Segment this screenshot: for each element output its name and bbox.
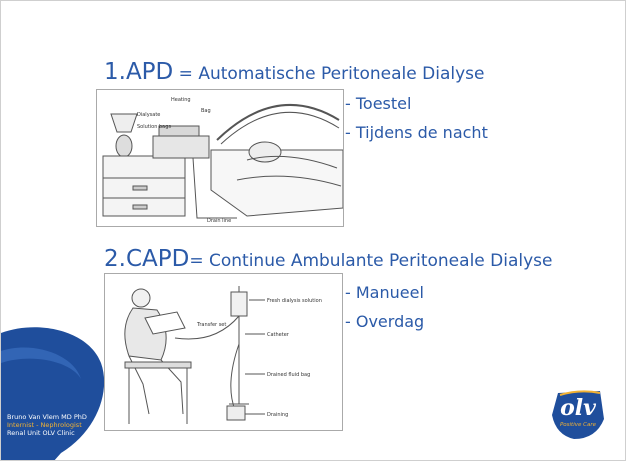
label-solution-bags: Solution bags <box>137 124 171 130</box>
logo-badge-icon <box>552 390 604 439</box>
capd-bullet-manueel: - Manueel <box>345 283 424 302</box>
apd-heading: 1.APD = Automatische Peritoneale Dialyse <box>104 59 484 85</box>
author-title: Internist - Nephrologist <box>7 421 82 429</box>
capd-heading: 2.CAPD= Continue Ambulante Peritoneale D… <box>104 246 552 272</box>
capd-bullet-overdag: - Overdag <box>345 312 425 331</box>
label-fresh-solution: Fresh dialysis solution <box>267 298 322 304</box>
logo-subtext: Positive Care <box>559 422 596 428</box>
label-catheter: Catheter <box>267 332 290 338</box>
label-drained-bag: Drained fluid bag <box>267 372 310 378</box>
label-dialysate: Dialysate <box>137 112 160 118</box>
olv-logo: olv Positive Care <box>550 389 606 441</box>
label-heating: Heating <box>171 97 191 103</box>
capd-number: 2.CAPD <box>104 246 190 272</box>
capd-illustration: Fresh dialysis solution Transfer set Cat… <box>104 273 343 431</box>
author-name: Bruno Van Vlem MD PhD <box>7 413 87 421</box>
apd-bedroom-drawing: Heating Dialysate Solution bags Bag Drai… <box>102 97 343 224</box>
apd-bullet-nacht: - Tijdens de nacht <box>345 123 488 142</box>
label-transfer-set: Transfer set <box>196 322 226 328</box>
logo-text: olv <box>560 395 596 421</box>
apd-equals: = <box>173 64 199 84</box>
label-drain-line: Drain line <box>207 218 231 224</box>
label-bag: Bag <box>201 108 211 114</box>
apd-number: 1.APD <box>104 59 174 85</box>
decorative-swoosh <box>1 327 105 460</box>
label-draining: Draining <box>267 412 288 418</box>
capd-expansion: Continue Ambulante Peritoneale Dialyse <box>208 251 553 271</box>
capd-equals: = <box>189 251 209 271</box>
author-unit: Renal Unit OLV Clinic <box>7 429 75 437</box>
capd-person-drawing: Fresh dialysis solution Transfer set Cat… <box>124 286 322 424</box>
apd-expansion: Automatische Peritoneale Dialyse <box>198 64 485 84</box>
apd-bullet-toestel: - Toestel <box>345 94 412 113</box>
apd-illustration: Heating Dialysate Solution bags Bag Drai… <box>96 89 344 227</box>
